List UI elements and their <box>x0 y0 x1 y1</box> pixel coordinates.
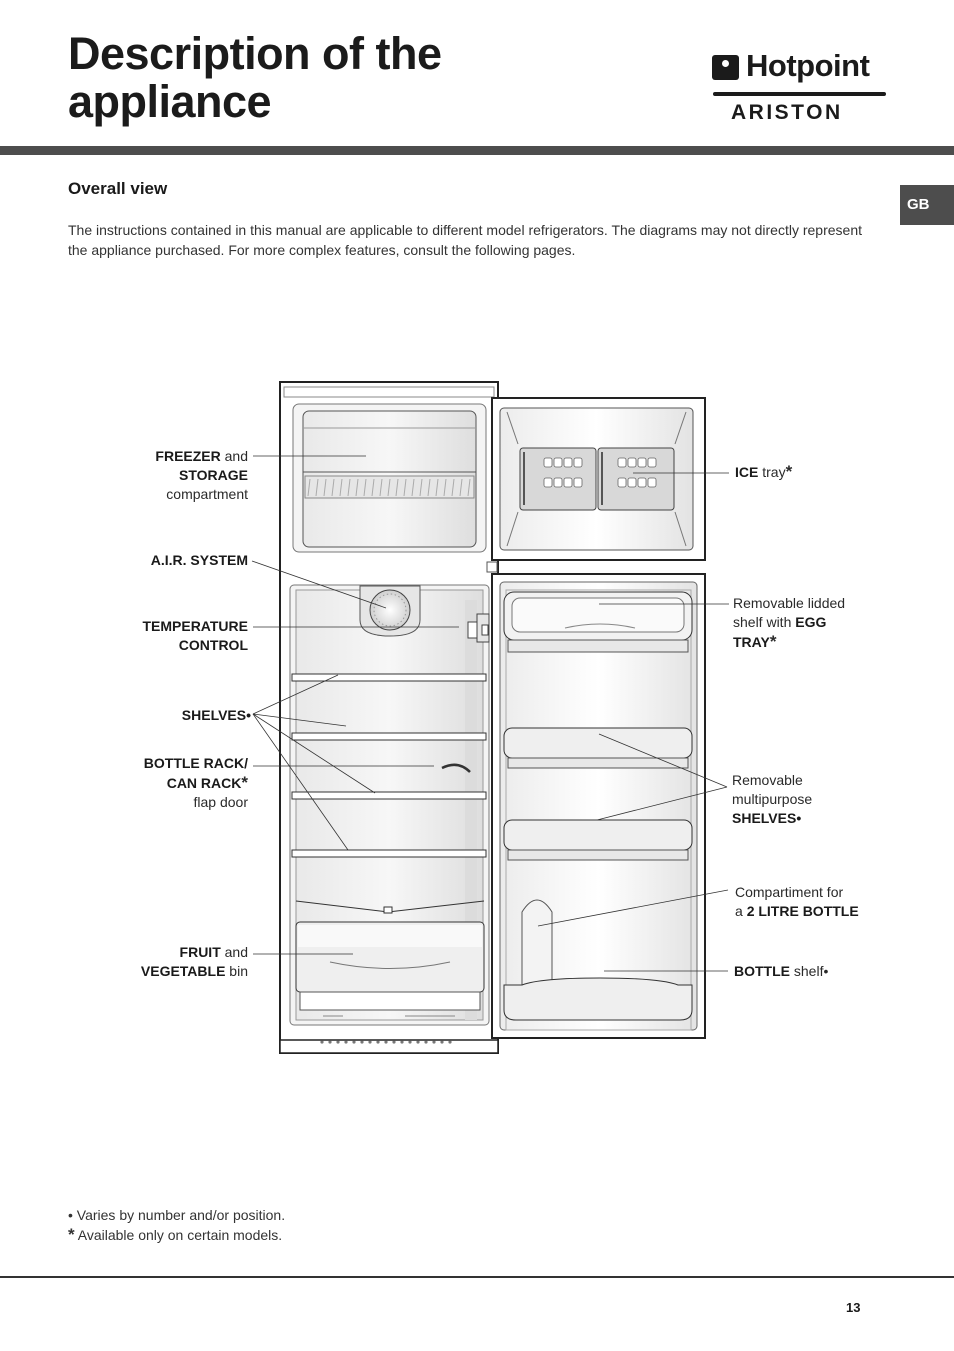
label-bottle-shelf: BOTTLE shelf• <box>734 962 828 981</box>
label-litre-bottle: Compartiment for a 2 LITRE BOTTLE <box>735 883 859 921</box>
asterisk-mark: * <box>241 773 248 792</box>
label-temperature-control: TEMPERATURE CONTROL <box>98 617 248 655</box>
air-system-unit <box>359 585 421 637</box>
footnote-bullet: • Varies by number and/or position. <box>68 1207 286 1223</box>
label-bottle-rack-line1: BOTTLE RACK/ <box>143 755 248 771</box>
logo-sub-text: ARISTON <box>731 101 843 124</box>
fridge-shelves <box>291 673 487 858</box>
ice-trays <box>519 447 675 511</box>
temperature-control-knob <box>467 613 490 643</box>
label-egg-line1: Removable lidded <box>733 595 846 611</box>
label-temperature-line2: CONTROL <box>178 637 248 653</box>
label-air-system: A.I.R. SYSTEM <box>98 551 248 570</box>
asterisk-mark: * <box>769 632 777 651</box>
label-compartment: compartment <box>166 486 248 502</box>
fruit-vegetable-bin <box>295 900 485 1011</box>
label-bottle-rack: BOTTLE RACK/ CAN RACK* flap door <box>98 754 248 812</box>
brand-logo: Hotpoint ARISTON <box>712 48 887 126</box>
hinge <box>486 561 498 573</box>
label-litre-line1: Compartiment for <box>735 884 844 900</box>
label-egg-bold: EGG <box>795 614 827 630</box>
label-fruit-and: and <box>220 944 248 960</box>
freezer-compartment <box>292 403 487 553</box>
logo-divider <box>713 92 886 96</box>
footer-rule <box>0 1276 954 1278</box>
label-tray: tray <box>758 464 786 480</box>
footnotes: • Varies by number and/or position. * Av… <box>68 1205 285 1245</box>
label-shelves-text: SHELVES• <box>181 707 251 723</box>
page-title: Description of the appliance <box>68 30 442 126</box>
label-multipurpose-shelves: Removable multipurpose SHELVES• <box>732 771 812 828</box>
label-multi-shelves-bold: SHELVES• <box>732 810 802 826</box>
bottle-rack-flap <box>441 763 471 773</box>
door-shelves <box>503 727 693 861</box>
title-line-2: appliance <box>68 76 272 127</box>
bottle-shelf <box>503 977 693 1021</box>
language-tab: GB <box>900 185 954 225</box>
label-can-rack: CAN RACK <box>166 775 242 791</box>
asterisk-mark: * <box>68 1225 75 1244</box>
label-bin: bin <box>225 963 248 979</box>
label-bottle-bold: BOTTLE <box>734 963 790 979</box>
label-multi-line1: Removable <box>732 772 803 788</box>
cabinet-vent <box>320 1040 452 1044</box>
intro-paragraph: The instructions contained in this manua… <box>68 222 863 258</box>
label-storage-bold: STORAGE <box>179 467 248 483</box>
label-air-system-text: A.I.R. SYSTEM <box>150 552 248 568</box>
label-fruit-vegetable: FRUIT and VEGETABLE bin <box>98 943 248 981</box>
leader-lines <box>251 455 729 972</box>
label-litre-bold: 2 LITRE BOTTLE <box>746 903 859 919</box>
label-fruit-bold: FRUIT <box>179 944 221 960</box>
header-rule <box>0 146 954 155</box>
label-shelf: shelf• <box>790 963 829 979</box>
label-litre-a: a <box>735 903 747 919</box>
page-number: 13 <box>846 1300 861 1315</box>
label-egg-line2: shelf with <box>733 614 796 630</box>
label-shelves: SHELVES• <box>98 706 251 725</box>
footnote-star: * Available only on certain models. <box>68 1225 285 1245</box>
litre-bottle-compartment <box>521 899 553 991</box>
label-freezer-and: and <box>220 448 248 464</box>
logo-brand-text: Hotpoint <box>746 48 870 83</box>
section-heading: Overall view <box>68 179 168 198</box>
label-freezer-bold: FREEZER <box>155 448 221 464</box>
egg-tray-shelf <box>503 591 693 653</box>
label-ice-tray: ICE tray* <box>735 462 792 482</box>
logo-mark-icon <box>712 55 739 80</box>
footnote-star-text: Available only on certain models. <box>74 1227 283 1243</box>
label-temperature-line1: TEMPERATURE <box>142 618 248 634</box>
asterisk-mark: * <box>785 462 793 481</box>
label-ice-bold: ICE <box>735 464 759 480</box>
label-tray-bold: TRAY <box>733 634 770 650</box>
label-egg-tray-shelf: Removable lidded shelf with EGG TRAY* <box>733 594 845 652</box>
label-flap-door: flap door <box>193 794 248 810</box>
label-vegetable-bold: VEGETABLE <box>140 963 226 979</box>
label-freezer: FREEZER and STORAGE compartment <box>98 447 248 504</box>
title-line-1: Description of the <box>68 28 442 79</box>
label-multi-line2: multipurpose <box>732 791 813 807</box>
